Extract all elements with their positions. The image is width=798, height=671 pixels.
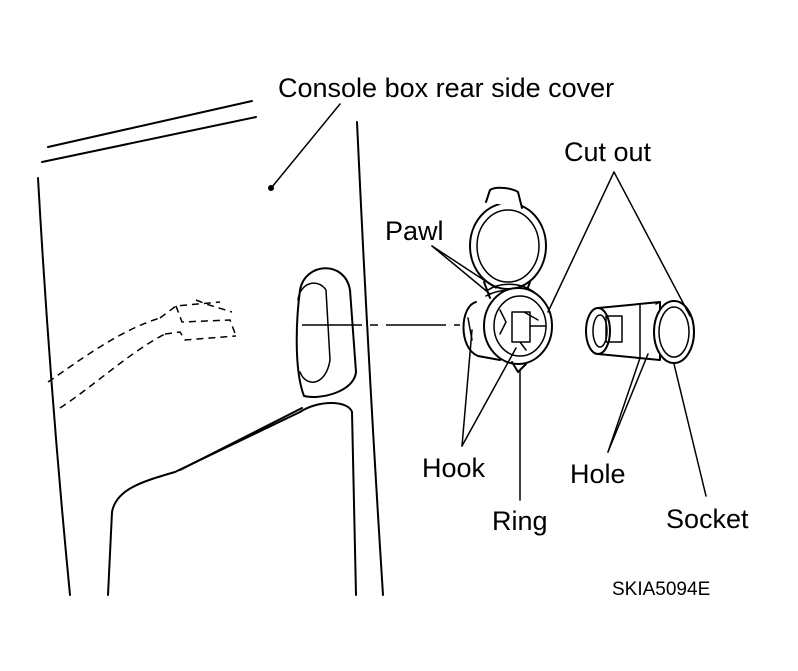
figure-code: SKIA5094E [612, 579, 710, 600]
label-ring: Ring [492, 506, 548, 536]
socket-part [585, 300, 695, 364]
console-cover-panel [37, 100, 384, 596]
label-hook: Hook [422, 453, 486, 483]
label-hole: Hole [570, 459, 626, 489]
label-socket: Socket [666, 504, 749, 534]
ring-assembly [462, 186, 553, 373]
label-console-cover: Console box rear side cover [278, 73, 614, 103]
label-pawl: Pawl [385, 216, 444, 246]
leader-lines [268, 103, 707, 501]
label-cut-out: Cut out [564, 137, 652, 167]
